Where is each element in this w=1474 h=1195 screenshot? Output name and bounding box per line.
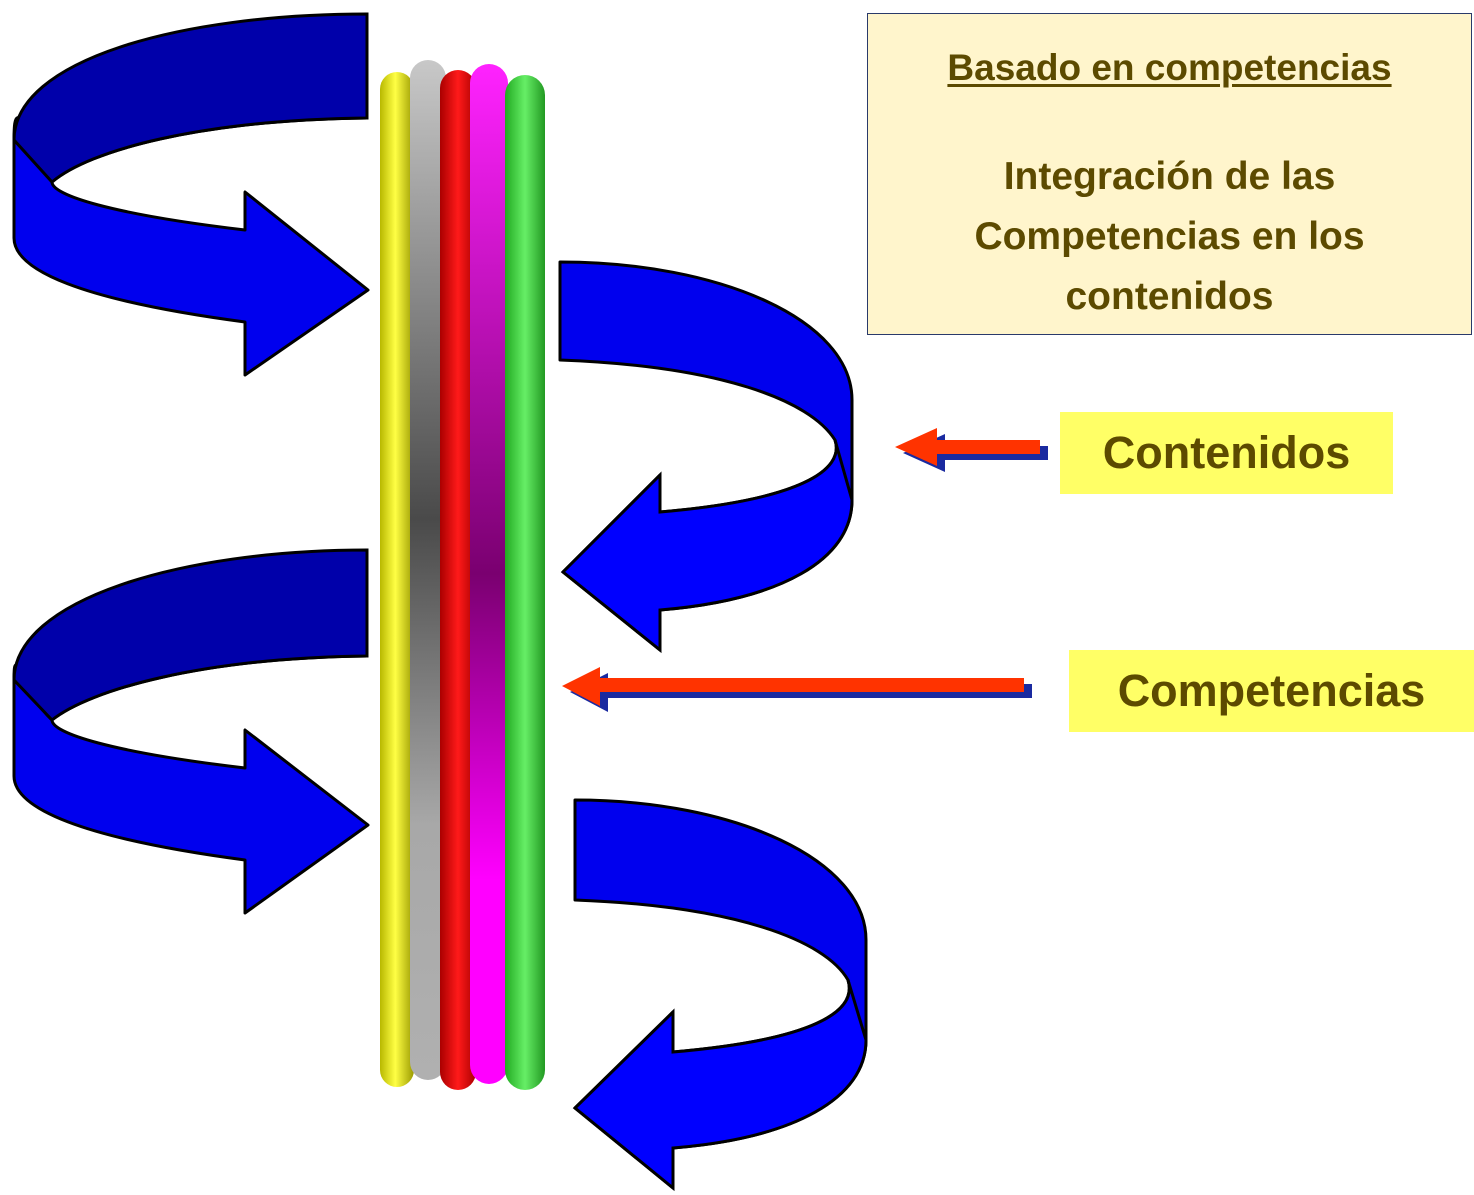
title-heading: Basado en competencias (947, 47, 1392, 88)
bar-gray (410, 60, 446, 1080)
bar-green (505, 75, 545, 1090)
title-box: Basado en competencias Integración de la… (867, 13, 1472, 335)
competencias-pointer-arrow-icon (562, 667, 1032, 712)
competency-bars (380, 60, 545, 1090)
contenidos-label: Contenidos (1060, 412, 1393, 494)
spiral-arrow-4-icon (572, 798, 868, 1192)
spiral-arrow-2-icon (558, 260, 854, 654)
spiral-arrow-1-icon (12, 12, 370, 377)
title-subtitle: Integración de las Competencias en los c… (974, 155, 1365, 318)
contenidos-pointer-arrow-icon (895, 428, 1048, 472)
bar-red (440, 70, 476, 1090)
competencias-label: Competencias (1069, 650, 1474, 732)
bar-magenta (470, 64, 508, 1084)
bar-yellow (380, 72, 414, 1087)
spiral-arrow-3-icon (12, 548, 370, 915)
